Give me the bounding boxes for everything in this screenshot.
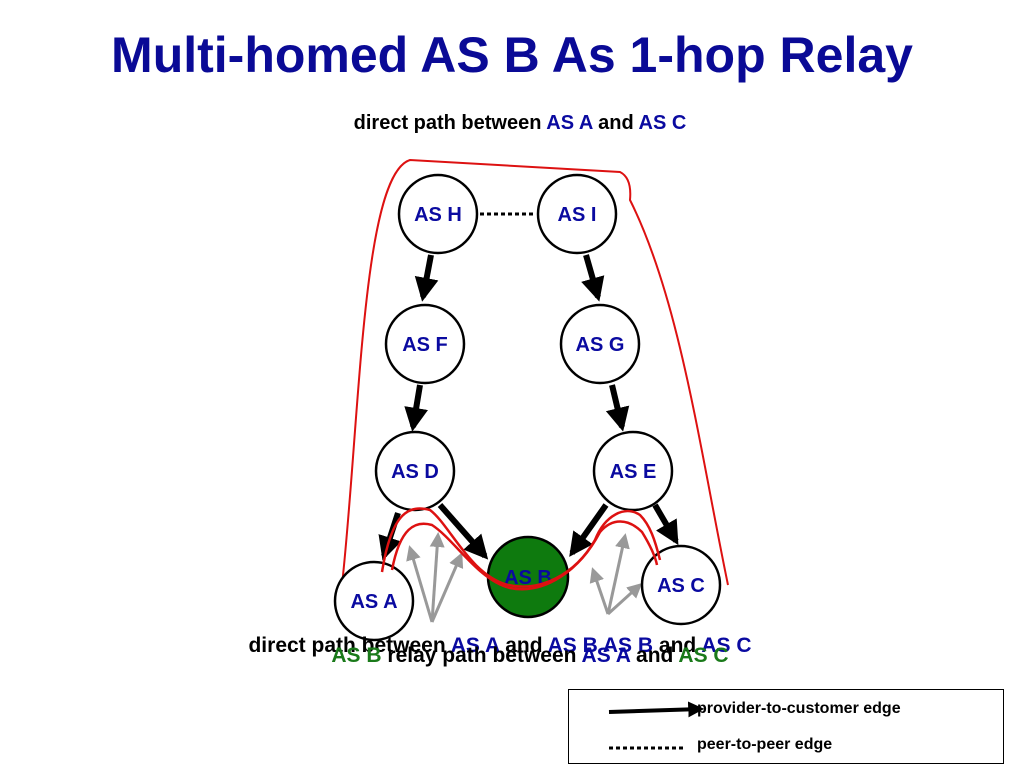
overlap-caption-line1: direct path between AS A and AS B AS B a… [0,634,1000,658]
overlap1-text5: AS B [602,634,654,657]
node-as-h-label: AS H [414,204,462,226]
subtitle-as-c: AS C [638,112,687,134]
overlap1-text1: direct path between [248,634,446,657]
direct-path-a-to-c [341,158,729,586]
node-as-e: AS E [592,430,674,512]
peer-dotted-line-icon [609,746,683,750]
page-title: Multi-homed AS B As 1-hop Relay [111,27,913,83]
overlap-caption-line2: AS B relay path between AS A and AS C [30,644,1024,668]
overlap1-text6: and [658,634,697,657]
node-as-e-label: AS E [610,461,657,483]
alt-route-arrows-left [406,532,464,623]
relay-path-a-b-c-inner [390,520,659,591]
overlap1-text2: AS A [450,634,500,657]
edge-e-b [569,503,609,557]
edge-f-d [404,384,428,432]
node-as-h: AS H [397,173,479,255]
node-as-f-label: AS F [402,334,448,356]
legend-row-provider: provider-to-customer edge [569,698,1003,724]
node-as-g: AS G [559,303,641,385]
node-as-d-label: AS D [391,461,439,483]
overlap1-text7: AS C [701,634,752,657]
overlap2-text3: AS A [581,644,631,667]
edge-h-f [414,254,439,302]
legend: provider-to-customer edge peer-to-peer e… [568,689,1004,764]
provider-arrow-icon [608,701,705,718]
overlap2-text1: AS B [331,644,382,667]
subtitle: direct path between AS A and AS C [0,112,1024,135]
legend-provider-label: provider-to-customer edge [697,700,901,717]
node-as-c: AS C [640,544,722,626]
node-as-b-relay: AS B [486,535,570,619]
edge-d-b [437,503,489,560]
overlap2-text5: AS C [678,644,729,667]
legend-row-peer: peer-to-peer edge [569,734,1003,760]
edge-g-e [605,384,630,432]
node-as-c-label: AS C [657,575,705,597]
node-as-i-label: AS I [558,204,597,226]
subtitle-prefix: direct path between [353,112,542,134]
relay-path-a-b-c [380,507,662,588]
subtitle-as-a: AS A [546,112,593,134]
subtitle-mid: and [598,112,634,134]
node-as-a-label: AS A [350,591,397,613]
alt-route-arrows-right [589,533,643,616]
legend-peer-label: peer-to-peer edge [697,736,833,753]
node-as-i: AS I [536,173,618,255]
overlap1-text3: and [505,634,543,657]
node-as-g-label: AS G [576,334,625,356]
node-as-a: AS A [333,560,415,642]
overlap2-text2: relay path between [387,644,577,667]
edge-i-g [581,254,605,302]
node-as-d: AS D [374,430,456,512]
edge-e-c [652,503,679,546]
overlap1-text4: AS B [547,634,598,657]
node-as-f: AS F [384,303,466,385]
overlap2-text4: and [636,644,674,667]
